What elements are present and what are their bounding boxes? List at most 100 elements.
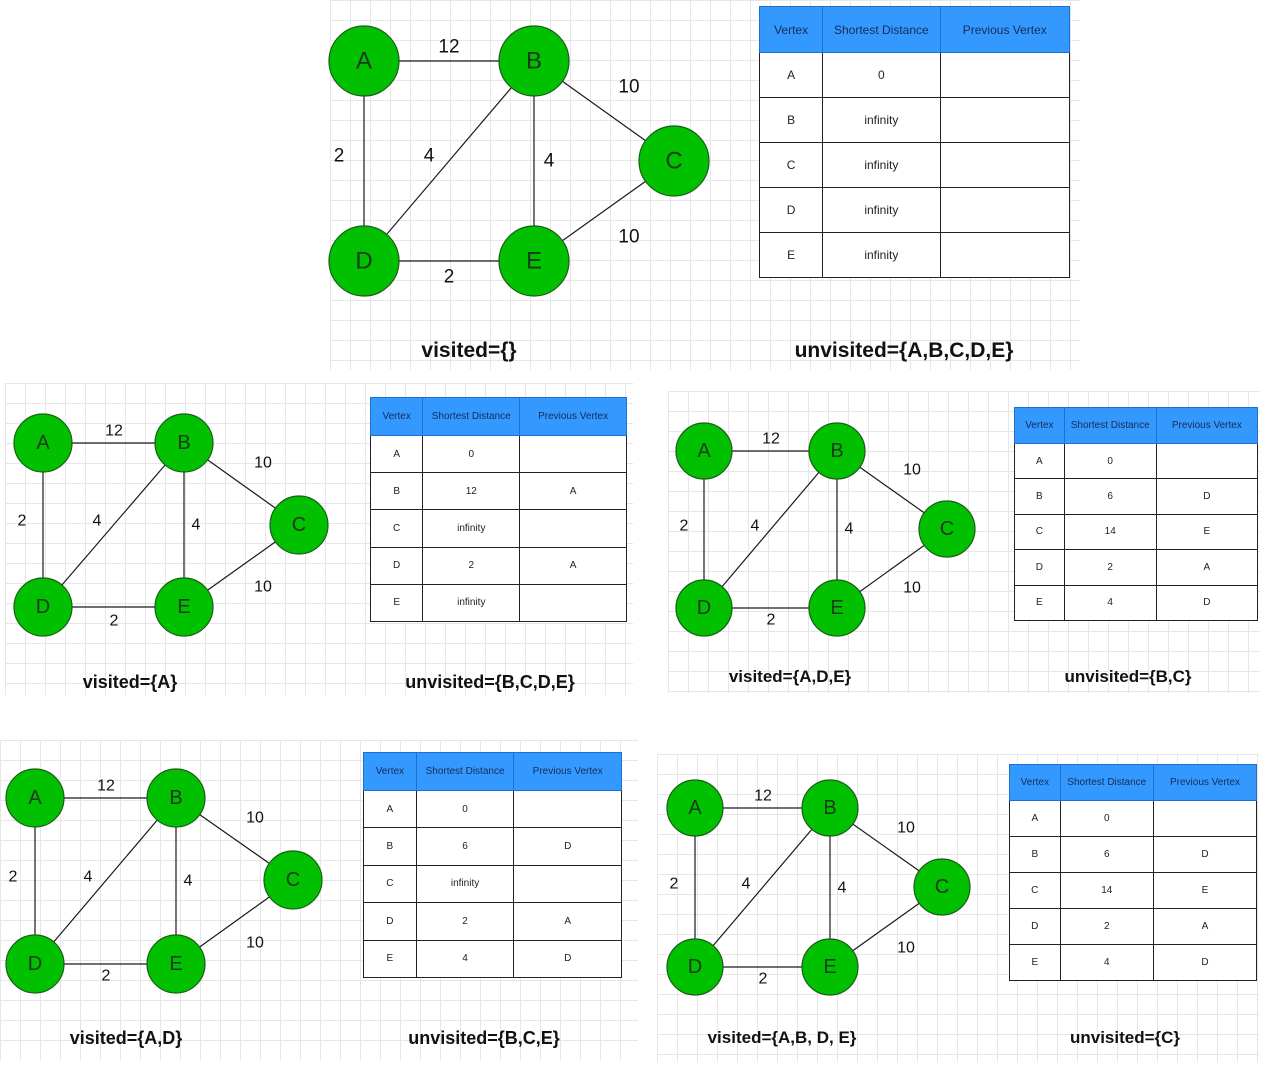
distance-cell: 2 [415, 902, 515, 941]
node-circle [638, 125, 710, 197]
vertex-cell: A [363, 789, 417, 829]
column-header: Shortest Distance [1059, 764, 1155, 801]
node-circle [913, 858, 971, 916]
edge-weight-label: 12 [105, 423, 123, 440]
node-circle [808, 579, 866, 637]
node-b: B [154, 413, 214, 473]
edge-weight-label: 2 [767, 612, 776, 629]
previous-vertex-cell: A [519, 546, 627, 585]
edge-weight-label: 2 [680, 518, 689, 535]
edge-weight-label: 2 [759, 971, 768, 988]
node-e: E [801, 938, 859, 996]
vertex-cell: A [758, 52, 824, 98]
edge-weight-label: 4 [544, 151, 555, 172]
distance-cell: 14 [1059, 872, 1155, 909]
edge-weight-label: 10 [903, 580, 921, 597]
node-d: D [13, 577, 73, 637]
node-c: C [269, 495, 329, 555]
edge-weight-label: 10 [897, 940, 915, 957]
edge-weight-label: 4 [84, 869, 93, 886]
column-header: Shortest Distance [1063, 407, 1157, 444]
column-header: Previous Vertex [513, 752, 622, 791]
node-label: C [940, 518, 954, 540]
edge-weight-label: 4 [424, 146, 435, 167]
node-circle [13, 413, 73, 473]
node-circle [675, 579, 733, 637]
visited-set-label: visited={A,D} [69, 1027, 183, 1048]
edge-weight-label: 2 [444, 267, 455, 288]
column-header: Vertex [363, 752, 417, 791]
previous-vertex-cell: A [1153, 908, 1257, 945]
node-label: E [526, 248, 542, 275]
previous-vertex-cell: E [1153, 872, 1257, 909]
vertex-cell: D [1009, 908, 1061, 945]
previous-vertex-cell: D [1153, 944, 1257, 981]
vertex-cell: B [1009, 836, 1061, 873]
node-c: C [263, 850, 323, 910]
node-a: A [328, 25, 400, 97]
vertex-cell: E [363, 939, 417, 979]
unvisited-set-label: unvisited={B,C,E} [408, 1027, 560, 1048]
edge-weight-label: 4 [184, 873, 193, 890]
previous-vertex-cell: A [513, 902, 622, 941]
previous-vertex-cell [519, 434, 627, 474]
previous-vertex-cell [939, 232, 1071, 278]
node-d: D [328, 225, 400, 297]
node-circle [801, 779, 859, 837]
column-header: Vertex [758, 6, 824, 53]
visited-set-label: visited={} [421, 338, 517, 362]
edge-weight-label: 10 [254, 579, 272, 596]
previous-vertex-cell: D [1155, 584, 1259, 622]
previous-vertex-cell [939, 52, 1071, 98]
vertex-cell: D [369, 546, 424, 585]
previous-vertex-cell: D [1153, 836, 1257, 873]
column-header: Previous Vertex [519, 397, 627, 436]
edge-weight-label: 10 [246, 810, 264, 827]
node-circle [13, 577, 73, 637]
distance-cell: 0 [1063, 442, 1157, 480]
previous-vertex-cell: A [519, 472, 627, 511]
distance-cell: infinity [822, 232, 941, 278]
distance-cell: 4 [1059, 944, 1155, 981]
distance-cell: 12 [422, 472, 521, 511]
node-circle [328, 225, 400, 297]
edge-weight-label: 2 [670, 876, 679, 893]
node-label: C [286, 869, 300, 891]
vertex-cell: A [1014, 442, 1065, 480]
node-circle [675, 422, 733, 480]
node-label: B [526, 48, 542, 75]
column-header: Vertex [1014, 407, 1065, 444]
node-circle [328, 25, 400, 97]
distance-cell: 0 [422, 434, 521, 474]
vertex-cell: A [1009, 800, 1061, 837]
edge-weight-label: 4 [845, 521, 854, 538]
node-label: E [169, 953, 182, 975]
previous-vertex-cell: D [513, 939, 622, 979]
node-circle [808, 422, 866, 480]
node-circle [918, 500, 976, 558]
unvisited-set-label: unvisited={B,C} [1064, 667, 1192, 687]
column-header: Previous Vertex [939, 6, 1071, 53]
node-label: B [169, 787, 182, 809]
